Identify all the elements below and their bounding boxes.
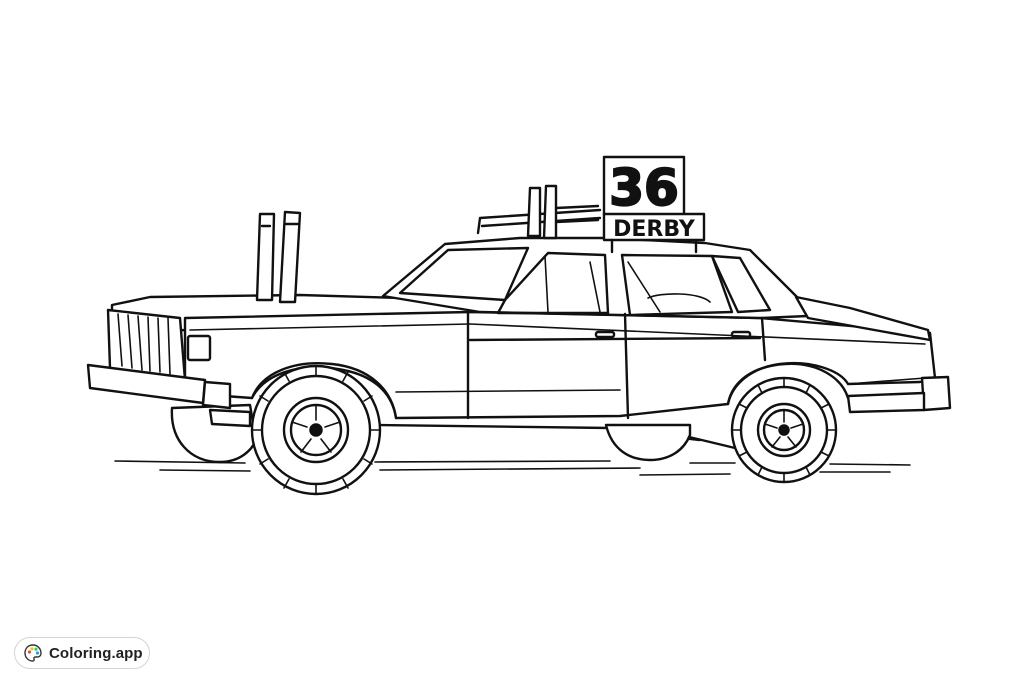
- palette-icon: [23, 643, 43, 663]
- sign-number: 36: [609, 159, 679, 217]
- hood-exhaust-stacks: [255, 210, 302, 304]
- far-rear-wheel: [604, 423, 692, 462]
- sign-label: DERBY: [613, 217, 696, 242]
- front-end: [86, 308, 252, 428]
- logo-text: Coloring.app: [49, 644, 143, 662]
- far-front-wheel: [170, 403, 258, 464]
- coloring-app-badge[interactable]: Coloring.app: [14, 637, 150, 669]
- number-sign: 36 DERBY: [602, 155, 706, 254]
- roll-cage: [476, 184, 602, 240]
- car-body: [110, 236, 952, 420]
- front-wheel: [250, 364, 382, 496]
- rear-wheel: [730, 376, 838, 484]
